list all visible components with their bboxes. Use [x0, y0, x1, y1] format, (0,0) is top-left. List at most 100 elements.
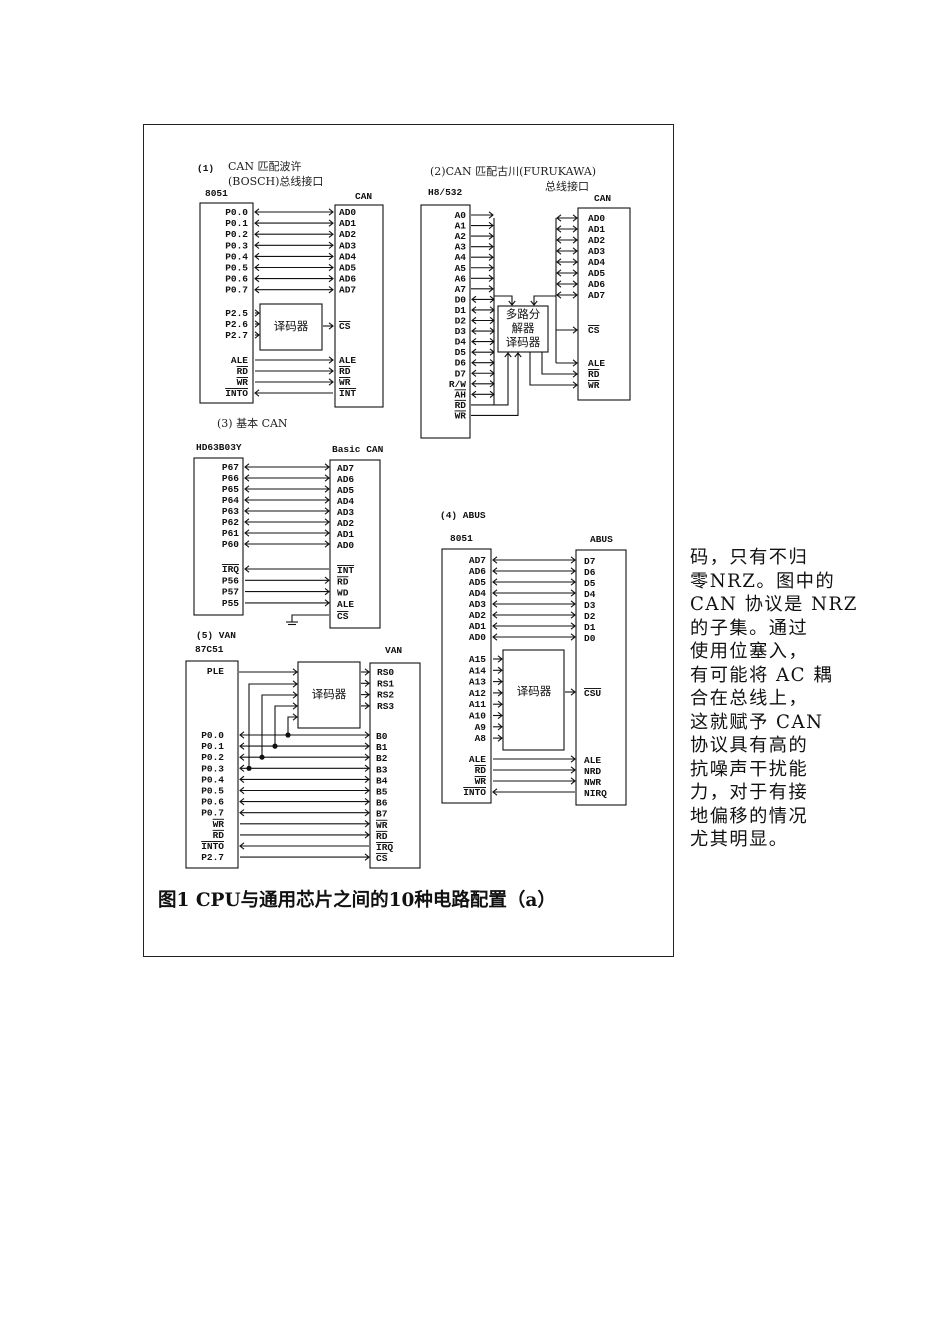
arrowhead [364, 820, 370, 828]
pin-label: B0 [376, 731, 388, 742]
arrowhead [328, 378, 334, 386]
pin-label: INT [337, 565, 354, 576]
pin-label: A9 [475, 722, 487, 733]
arrowhead [328, 274, 334, 283]
pin-label: IRQ [376, 842, 393, 853]
text-line: 有可能将 AC 耦 [690, 664, 834, 686]
side-paragraph: 码，只有不归 零NRZ。图中的 CAN 协议是 NRZ 的子集。通过 使用位塞入… [690, 546, 856, 852]
pin-label: A10 [469, 711, 486, 722]
arrowhead [489, 359, 495, 367]
wr-line [471, 353, 519, 417]
pin-label: P61 [222, 528, 239, 539]
pin-label: P0.0 [201, 730, 224, 741]
rd-line [471, 353, 509, 406]
pin-label: INTO [225, 388, 248, 399]
pin-label: AD2 [337, 518, 354, 529]
arrowhead [254, 241, 260, 249]
arrowhead [239, 797, 245, 806]
pin-label: P65 [222, 484, 239, 495]
pin-label: RS3 [377, 701, 394, 712]
arrowhead [492, 556, 498, 564]
arrowhead [239, 842, 245, 850]
pin-label: B5 [376, 787, 388, 798]
pin-label: P56 [222, 575, 239, 586]
arrowhead [570, 589, 576, 597]
chip-van [369, 662, 421, 869]
text-line: 码，只有不归 [690, 547, 809, 568]
pin-label: A15 [469, 654, 486, 665]
pin-label: INTO [201, 841, 224, 852]
mux-label: 解器 [512, 321, 535, 335]
arrowhead [504, 352, 512, 358]
pin-label: AD6 [588, 279, 605, 290]
arrowhead [572, 269, 578, 277]
arrowhead [364, 797, 370, 806]
pin-label: A0 [455, 210, 467, 221]
arrowhead [292, 713, 298, 721]
text-line: 协议具有高的 [690, 735, 809, 756]
pin-label: PLE [207, 666, 224, 677]
diagram-title: CAN 匹配波许 [228, 160, 301, 173]
arrowhead [488, 232, 494, 240]
pin-label: ALE [588, 358, 605, 369]
diagram-number: (1) [197, 163, 214, 174]
pin-label: RS2 [377, 690, 394, 701]
pin-label: INTO [463, 787, 486, 798]
pin-label: ALE [339, 355, 356, 366]
chip-name: ABUS [590, 534, 613, 545]
pin-label: P0.1 [225, 218, 248, 229]
text-line: 的子集。通过 [690, 617, 809, 639]
pin-label: P0.4 [201, 774, 224, 785]
arrowhead [497, 677, 503, 686]
arrowhead [489, 380, 495, 388]
arrowhead [244, 496, 250, 504]
pin-label: AD3 [588, 246, 605, 257]
pin-label: P2.7 [201, 852, 224, 863]
mux-label: 译码器 [506, 335, 541, 349]
pin-label: ALE [337, 599, 354, 610]
arrowhead [324, 463, 330, 471]
arrowhead [364, 668, 370, 676]
arrowhead [492, 578, 498, 586]
arrowhead [488, 274, 494, 282]
pin-label: AD6 [339, 274, 356, 285]
pin-label: P0.6 [225, 274, 248, 285]
arrowhead [497, 734, 503, 742]
arrowhead [556, 269, 562, 277]
bus-to-mux [533, 295, 556, 305]
pin-label: D6 [584, 567, 596, 578]
chip-hd63b03y [193, 457, 244, 616]
pin-label: P0.7 [201, 808, 224, 819]
pin-label: P0.2 [201, 752, 224, 763]
chip-h8-532 [420, 204, 471, 439]
arrowhead [254, 331, 260, 339]
arrowhead [324, 587, 330, 596]
arrowhead [488, 264, 494, 272]
pin-label: P67 [222, 462, 239, 473]
arrowhead [324, 599, 330, 607]
arrowhead [292, 680, 298, 688]
chip-name: HD63B03Y [196, 442, 242, 453]
arrowhead [364, 775, 370, 784]
arrowhead [488, 243, 494, 251]
arrowhead [572, 381, 578, 389]
mux-decoder-box [497, 305, 549, 353]
pin-label: AD1 [339, 218, 356, 229]
pin-label: P0.0 [225, 207, 248, 218]
text-line: 抗噪声干扰能 [690, 758, 809, 780]
arrowhead [471, 359, 477, 367]
pin-label: A2 [455, 231, 467, 242]
pin-label: AD1 [469, 621, 486, 632]
pin-label: AD6 [469, 566, 486, 577]
arrowhead [292, 691, 298, 699]
pin-label: P57 [222, 587, 239, 598]
arrowhead [572, 359, 578, 367]
pin-label: D5 [584, 578, 596, 589]
arrowhead [556, 247, 562, 255]
arrowhead [492, 788, 498, 796]
pin-label: D1 [584, 622, 596, 633]
wr-out [529, 352, 577, 386]
pin-label: D4 [455, 337, 467, 348]
arrowhead [570, 777, 576, 785]
